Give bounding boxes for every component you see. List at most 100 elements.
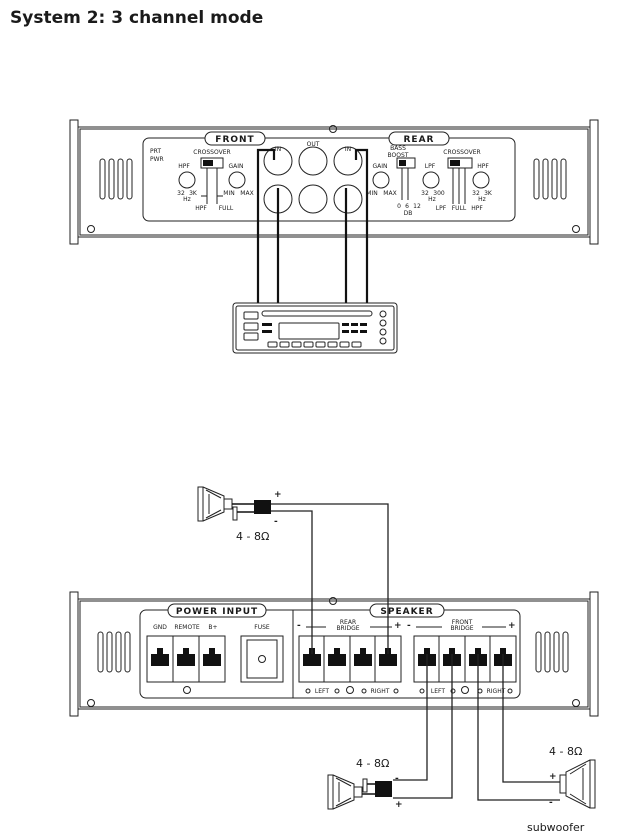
heatsink-fins-right	[533, 158, 567, 200]
page-title: System 2: 3 channel mode	[10, 8, 264, 28]
head-unit	[232, 302, 398, 354]
rear-left-minus-terminal[interactable]	[303, 648, 321, 666]
power-terminal-block	[146, 635, 226, 683]
top-speaker-plus: +	[274, 490, 282, 500]
front-label: FRONT	[215, 135, 254, 145]
bottom-left-speaker-minus: -	[395, 774, 399, 784]
front-label: FRONT	[452, 619, 473, 626]
rca-jacks: IN OUT IN	[263, 141, 363, 214]
svg-text:300: 300	[433, 190, 445, 197]
pwr-label: PWR	[150, 156, 164, 163]
remote-terminal[interactable]	[177, 648, 195, 666]
fuse-icon	[258, 655, 266, 663]
speaker-connector	[375, 781, 392, 797]
svg-text:0: 0	[397, 203, 401, 210]
rear-gain-knob[interactable]	[372, 171, 390, 189]
svg-text:Hz: Hz	[478, 196, 486, 203]
top-speaker: + - 4 - 8Ω	[197, 486, 282, 543]
gnd-label: GND	[153, 624, 167, 631]
rear-right-input-jack[interactable]	[333, 146, 363, 176]
svg-text:GAIN: GAIN	[372, 163, 387, 170]
fuse-label: FUSE	[254, 624, 270, 631]
front-gain-knob[interactable]	[228, 171, 246, 189]
bottom-amplifier: POWER INPUT SPEAKER GND REMOTE B+ FUSE -…	[69, 591, 599, 717]
rear-label: REAR	[404, 135, 435, 145]
rear-left-label: LEFT	[315, 688, 329, 695]
front-controls: CROSSOVER HPF GAIN 32 3K Hz MIN MAX HPF …	[177, 149, 254, 212]
remote-label: REMOTE	[174, 624, 200, 631]
svg-text:LPF: LPF	[425, 163, 436, 170]
b-plus-terminal[interactable]	[203, 648, 221, 666]
rear-in-label: IN	[345, 146, 351, 153]
subwoofer-plus: +	[549, 772, 557, 782]
svg-text:HPF: HPF	[195, 205, 207, 212]
front-right-input-jack[interactable]	[263, 146, 293, 176]
speaker-cone-icon	[197, 486, 204, 522]
front-hpf-label: HPF	[178, 163, 190, 170]
rear-right-minus-terminal[interactable]	[354, 648, 372, 666]
rear-minus: -	[297, 621, 301, 631]
power-input-label: POWER INPUT	[176, 607, 258, 617]
head-unit-button[interactable]	[243, 322, 259, 331]
rear-crossover-switch[interactable]	[447, 157, 473, 169]
speaker-cone-icon	[327, 774, 334, 810]
front-in-label: IN	[275, 146, 281, 153]
bass-boost-switch[interactable]	[396, 157, 416, 169]
rear-left-input-jack[interactable]	[333, 184, 363, 214]
svg-text:BASS: BASS	[390, 145, 406, 152]
svg-text:MAX: MAX	[383, 190, 396, 197]
svg-text:CROSSOVER: CROSSOVER	[443, 149, 480, 156]
top-amplifier: FRONT REAR PRT PWR CROSSOVER HPF GAIN 32…	[69, 119, 599, 245]
rear-plus: +	[394, 621, 402, 631]
rear-left-plus-terminal[interactable]	[328, 648, 346, 666]
svg-text:32: 32	[472, 190, 480, 197]
rear-lpf-knob[interactable]	[422, 171, 440, 189]
output-jack-top[interactable]	[298, 146, 328, 176]
svg-text:MIN: MIN	[366, 190, 377, 197]
out-label: OUT	[307, 141, 320, 148]
svg-text:6: 6	[405, 203, 409, 210]
front-gain-label: GAIN	[228, 163, 243, 170]
preset-buttons[interactable]	[267, 341, 362, 348]
rear-speaker-terminal-block	[298, 635, 402, 683]
speaker-wires	[271, 503, 560, 801]
heatsink-fins-right	[535, 631, 569, 673]
rear-bridge-label: BRIDGE	[336, 625, 359, 632]
heatsink-fins-left	[97, 631, 131, 673]
subwoofer-label: subwoofer	[527, 821, 585, 834]
front-right-label: RIGHT	[487, 688, 506, 695]
gnd-terminal[interactable]	[151, 648, 169, 666]
rear-hpf-knob[interactable]	[472, 171, 490, 189]
head-unit-button[interactable]	[243, 311, 259, 320]
prt-label: PRT	[150, 148, 161, 155]
svg-text:12: 12	[413, 203, 421, 210]
speaker-connector	[254, 500, 271, 514]
subwoofer-cone-icon	[589, 759, 596, 809]
front-left-label: LEFT	[431, 688, 445, 695]
svg-text:FULL: FULL	[219, 205, 234, 212]
svg-text:DB: DB	[404, 210, 413, 217]
svg-text:FULL: FULL	[452, 205, 467, 212]
subwoofer-impedance: 4 - 8Ω	[549, 745, 582, 758]
front-hpf-knob[interactable]	[178, 171, 196, 189]
speaker-label: SPEAKER	[380, 607, 433, 617]
front-crossover-switch[interactable]	[200, 157, 224, 169]
rear-right-plus-terminal[interactable]	[379, 648, 397, 666]
head-unit-button[interactable]	[243, 332, 259, 341]
subwoofer-minus: -	[549, 798, 553, 808]
rear-label: REAR	[340, 619, 356, 626]
svg-text:MIN: MIN	[223, 190, 234, 197]
output-jack-bottom[interactable]	[298, 184, 328, 214]
subwoofer: + - 4 - 8Ω subwoofer	[527, 745, 596, 834]
rear-right-label: RIGHT	[371, 688, 390, 695]
svg-text:HPF: HPF	[477, 163, 489, 170]
cd-slot	[261, 310, 373, 317]
front-plus: +	[508, 621, 516, 631]
svg-text:3K: 3K	[484, 190, 493, 197]
svg-text:LPF: LPF	[436, 205, 447, 212]
svg-text:BOOST: BOOST	[388, 152, 409, 159]
top-speaker-impedance: 4 - 8Ω	[236, 530, 269, 543]
heatsink-fins-left	[99, 158, 133, 200]
bottom-left-speaker: - + 4 - 8Ω	[327, 757, 403, 810]
